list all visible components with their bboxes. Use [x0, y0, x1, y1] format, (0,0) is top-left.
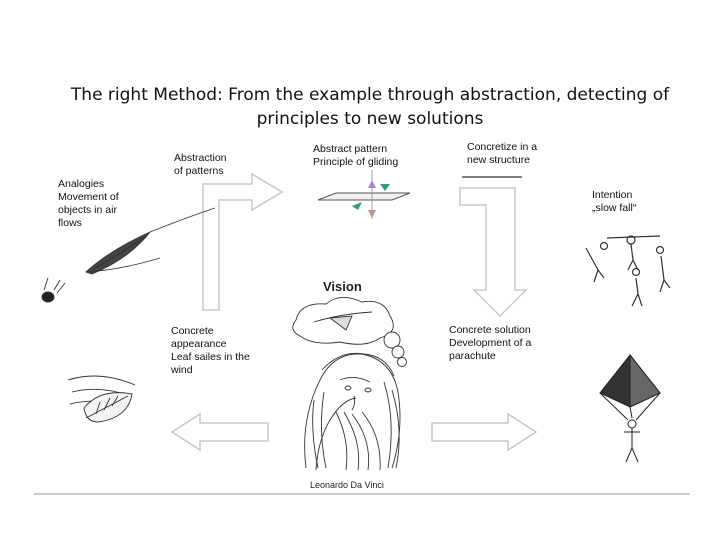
concretize-label: Concretize in a new structure [467, 141, 538, 166]
parachute-sketch-icon [599, 353, 661, 463]
concrete-solution-label: Concrete solution Development of a parac… [449, 324, 532, 362]
diagram-title: The right Method: From the example throu… [70, 85, 670, 129]
abstraction-label: Abstraction of patterns [174, 152, 227, 177]
left-arrow [170, 412, 269, 452]
abstraction-arrow [202, 172, 284, 311]
leonardo-caption: Leonardo Da Vinci [310, 480, 384, 490]
concretize-arrow [459, 187, 528, 318]
intention-label: Intention „slow fall“ [592, 189, 637, 214]
concrete-appearance-label: Concrete appearance Leaf sailes in the w… [171, 325, 250, 376]
falling-figures-icon [585, 235, 671, 307]
vision-cloud-icon [292, 297, 407, 367]
gliding-plane-icon [317, 170, 411, 219]
leonardo-portrait-icon [304, 352, 401, 471]
leaf-sketch-icon [67, 375, 136, 423]
analogies-label: Analogies Movement of objects in air flo… [58, 178, 119, 229]
vision-label: Vision [323, 279, 362, 294]
right-arrow [431, 412, 538, 452]
abstract-pattern-label: Abstract pattern Principle of gliding [313, 143, 399, 168]
seed-sketch-icon [41, 207, 216, 303]
